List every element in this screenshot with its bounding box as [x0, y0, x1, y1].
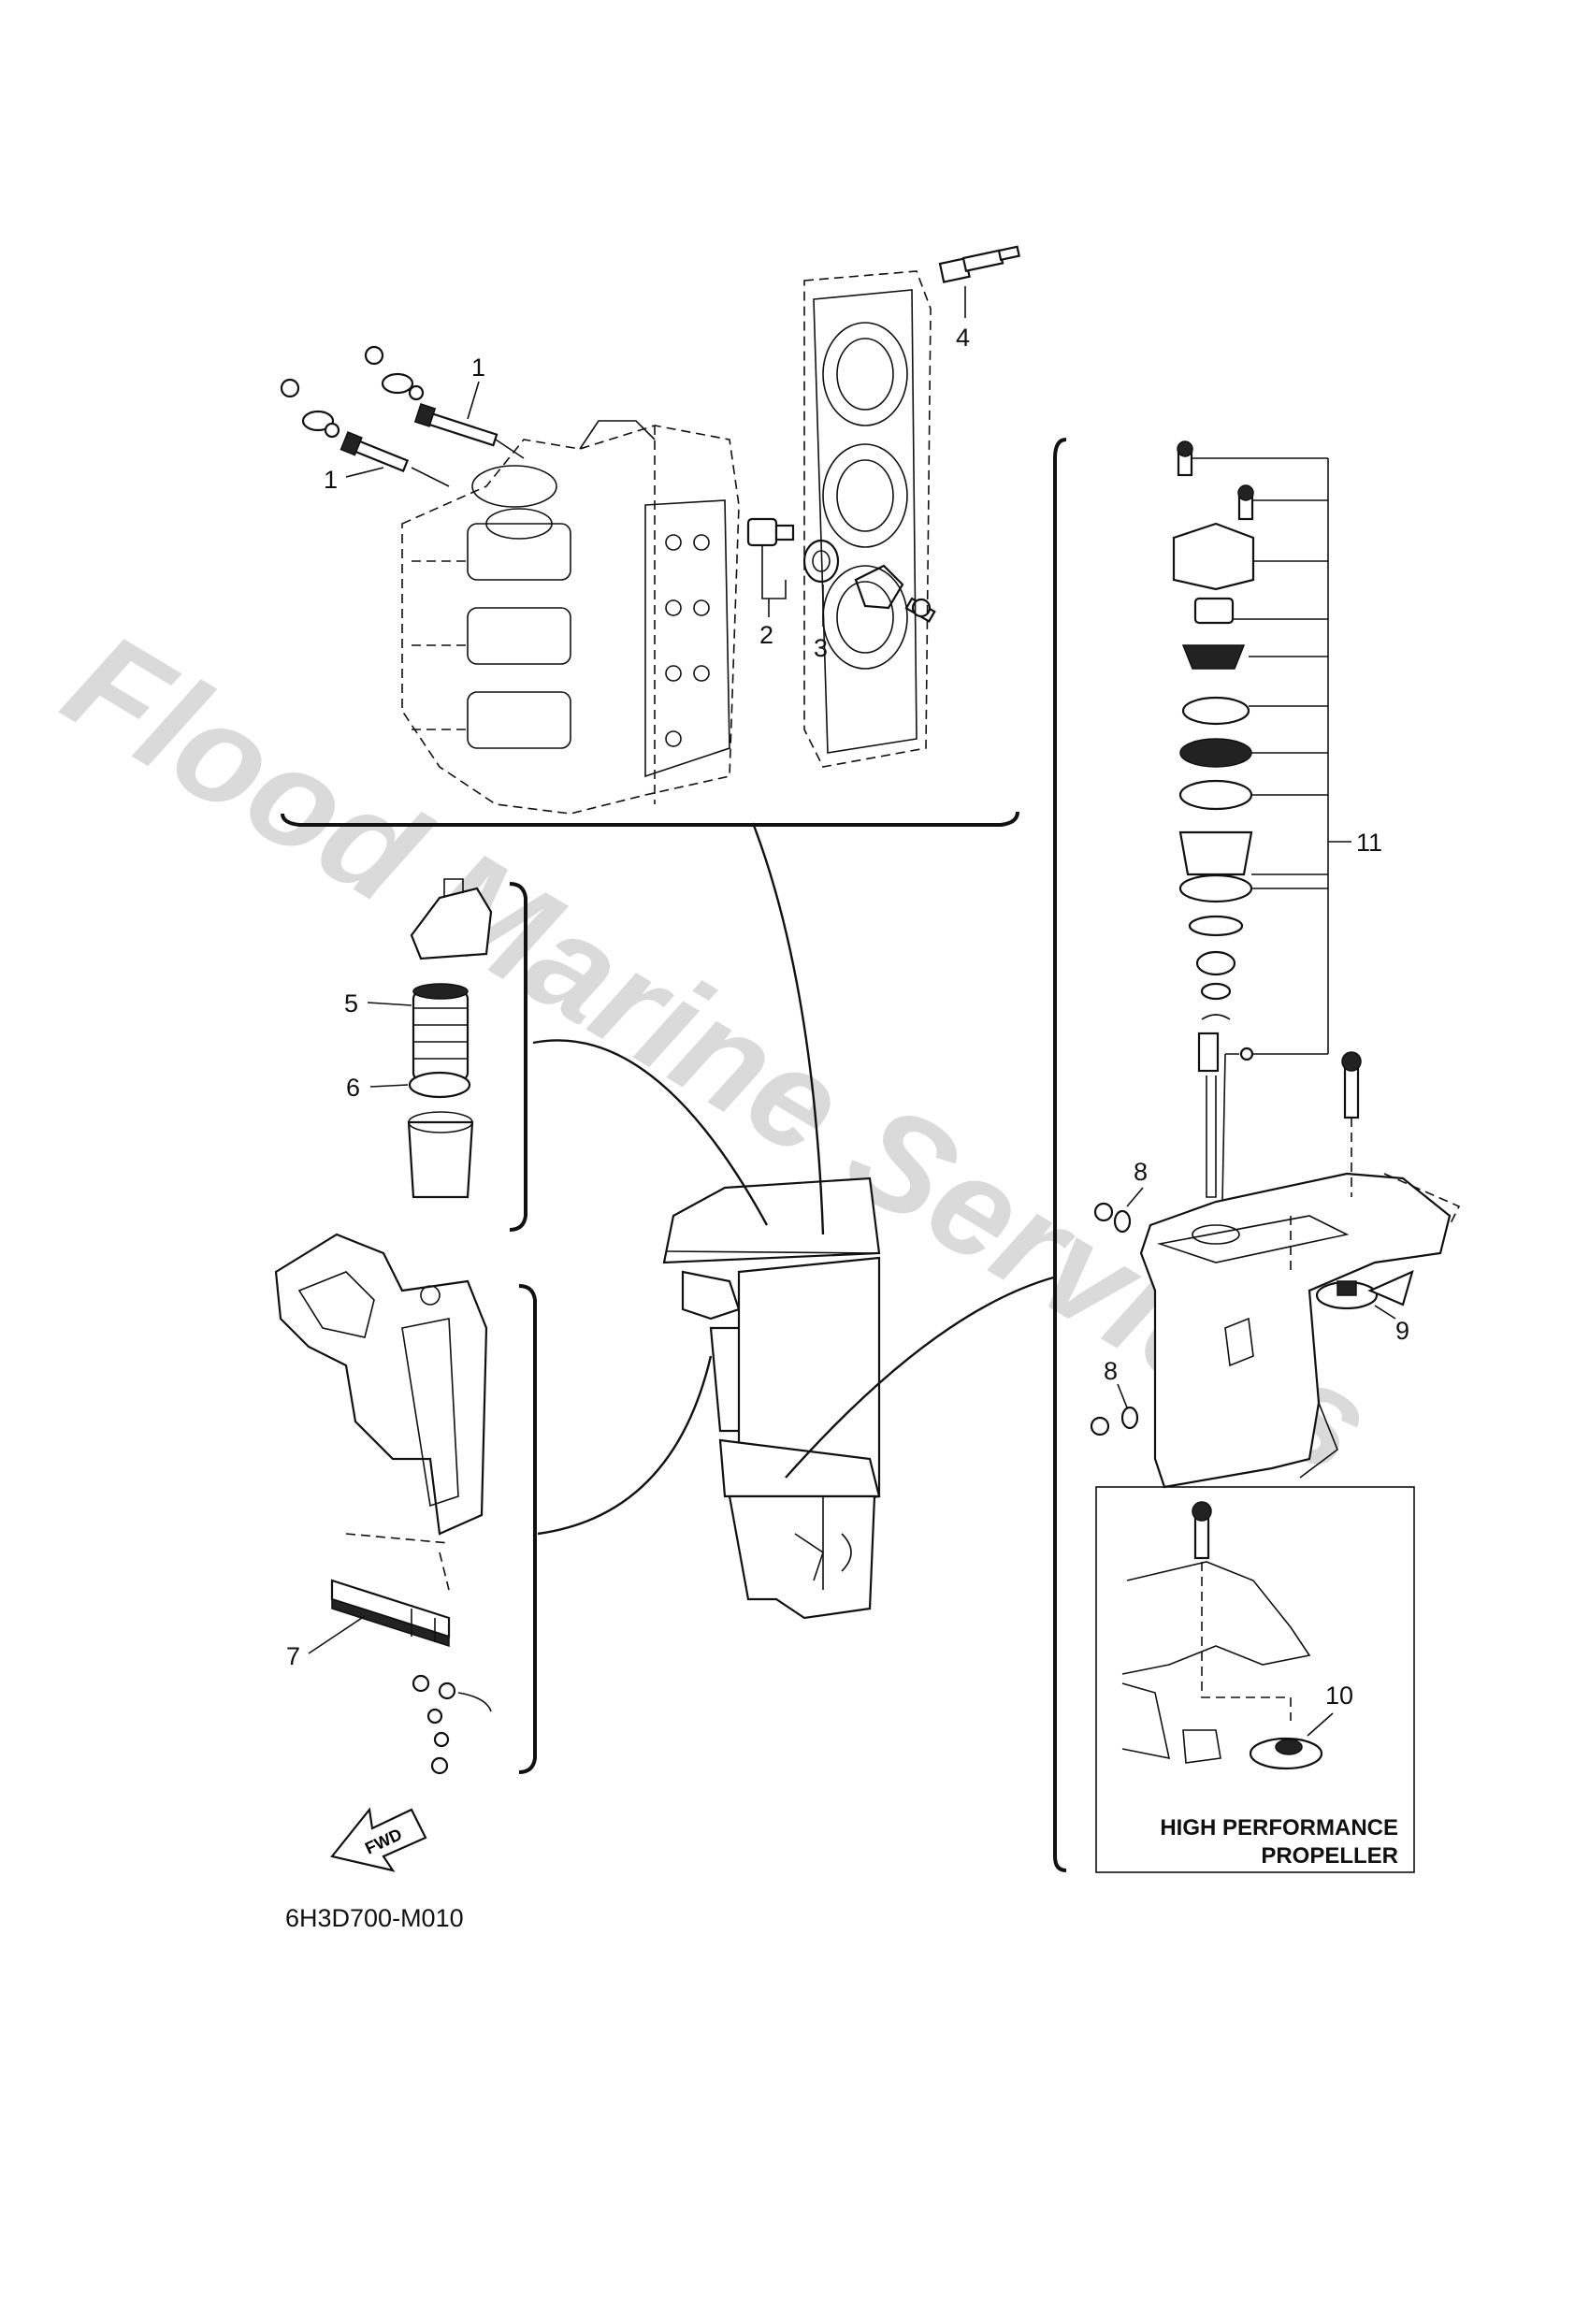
anode-screws — [412, 1674, 492, 1775]
cylinder-block-group: 1 1 2 3 — [280, 245, 1020, 827]
brace-filter — [509, 882, 527, 1232]
washers-left — [280, 345, 425, 439]
callout-9: 9 — [1395, 1317, 1409, 1345]
callout-8b: 8 — [1104, 1357, 1118, 1385]
filter-element-5 — [412, 983, 470, 1082]
lower-unit-gearcase — [1139, 1172, 1461, 1489]
diagram-code: 6H3D700-M010 — [285, 1904, 464, 1932]
callout-6: 6 — [346, 1074, 360, 1102]
bolt-1b — [340, 431, 410, 473]
leader-bracket — [537, 1355, 713, 1536]
leader-gearcase — [785, 1275, 1058, 1479]
bolt-1a — [413, 403, 499, 447]
thermostat-fitting-2 — [746, 517, 795, 599]
callout-4: 4 — [956, 324, 970, 352]
inset-label-line1: HIGH PERFORMANCE — [1160, 1815, 1398, 1840]
callout-2: 2 — [759, 621, 773, 649]
anode-7 — [330, 1579, 451, 1648]
callout-1a: 1 — [471, 354, 485, 382]
callout-8a: 8 — [1134, 1158, 1148, 1186]
filter-group: 5 6 — [344, 878, 527, 1232]
trim-tab-anode-9 — [1315, 1270, 1414, 1310]
cylinder-head-gasket — [803, 270, 932, 768]
gearcase-group: 11 9 8 — [1053, 438, 1461, 1873]
callout-3: 3 — [814, 634, 828, 662]
thermostat-cover — [854, 564, 936, 623]
callout-10: 10 — [1325, 1682, 1353, 1710]
spark-plug-4 — [938, 245, 1020, 283]
brace-bracket — [518, 1284, 537, 1774]
brace-top — [281, 811, 1019, 827]
leader-top — [751, 822, 825, 1235]
leader-filter — [532, 1039, 769, 1226]
water-pump-kit — [1172, 440, 1255, 1198]
outboard-motor-group — [532, 822, 1058, 1620]
inset-label-line2: PROPELLER — [1261, 1843, 1398, 1869]
callout-7: 7 — [286, 1642, 300, 1670]
filter-cup — [407, 1111, 474, 1199]
brace-right — [1053, 438, 1067, 1872]
drain-plug-8b — [1090, 1406, 1139, 1436]
bracket-group: 7 FWD 6H3D700-M010 — [274, 1233, 537, 1932]
drain-plug-8a — [1093, 1202, 1132, 1234]
callout-11: 11 — [1356, 829, 1382, 857]
inset-high-performance-propeller: 10 HIGH PERFORMANCE PROPELLER — [1095, 1486, 1415, 1873]
kit-bracket-11 — [1192, 457, 1351, 1203]
callout-1b: 1 — [324, 466, 338, 494]
o-ring-6 — [408, 1071, 471, 1099]
fwd-arrow-icon: FWD — [330, 1807, 427, 1872]
callout-5: 5 — [344, 989, 358, 1018]
gearcase-bolt — [1341, 1051, 1362, 1197]
